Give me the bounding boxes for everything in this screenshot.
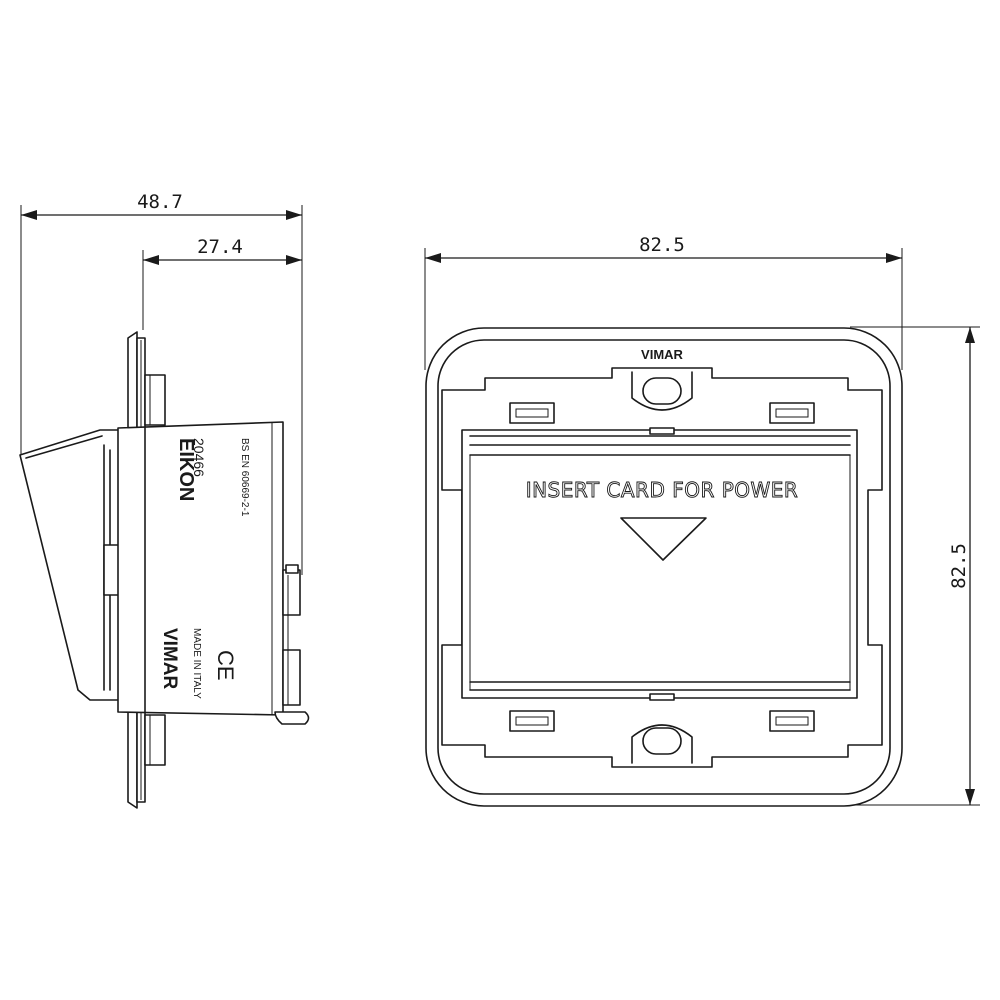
- bottom-screw-slot: [631, 724, 693, 764]
- side-model-code: 20466: [191, 438, 207, 477]
- ce-mark: CE: [213, 650, 238, 681]
- terminal-block-lower: [282, 649, 301, 706]
- down-triangle-icon: [620, 517, 707, 561]
- fixing-tab-bottom-left: [509, 710, 555, 732]
- card-pocket: [461, 429, 858, 699]
- side-view: EIKON 20466 BS EN 60669-2-1 VIMAR MADE I…: [19, 331, 310, 809]
- insert-card-text: INSERT CARD FOR POWER: [526, 478, 799, 502]
- fixing-tab-top-right: [769, 402, 815, 424]
- dimension-front-width: 82.5: [424, 234, 903, 370]
- side-brand: VIMAR: [159, 628, 180, 690]
- terminal-block-upper: [282, 569, 301, 616]
- screw-head: [274, 711, 310, 725]
- front-view: VIMAR INSERT CARD FOR POWER: [425, 327, 903, 807]
- fixing-tab-top-left: [509, 402, 555, 424]
- dimension-label-width: 82.5: [639, 234, 685, 256]
- top-screw-slot: [631, 371, 693, 411]
- side-standard: BS EN 60669-2-1: [239, 438, 250, 517]
- outer-plate-inner-edge: [437, 339, 891, 795]
- dimension-label-height: 82.5: [948, 543, 970, 589]
- fixing-tab-bottom-right: [769, 710, 815, 732]
- side-brand-series: EIKON: [175, 438, 197, 501]
- dimension-label-48-7: 48.7: [137, 191, 183, 213]
- dimension-label-27-4: 27.4: [197, 236, 243, 258]
- dimension-side-body: 27.4: [142, 236, 302, 330]
- front-brand: VIMAR: [641, 347, 684, 362]
- dimension-side-total: 48.7: [20, 191, 303, 575]
- dimension-front-height: 82.5: [850, 326, 980, 806]
- side-origin: MADE IN ITALY: [191, 628, 202, 699]
